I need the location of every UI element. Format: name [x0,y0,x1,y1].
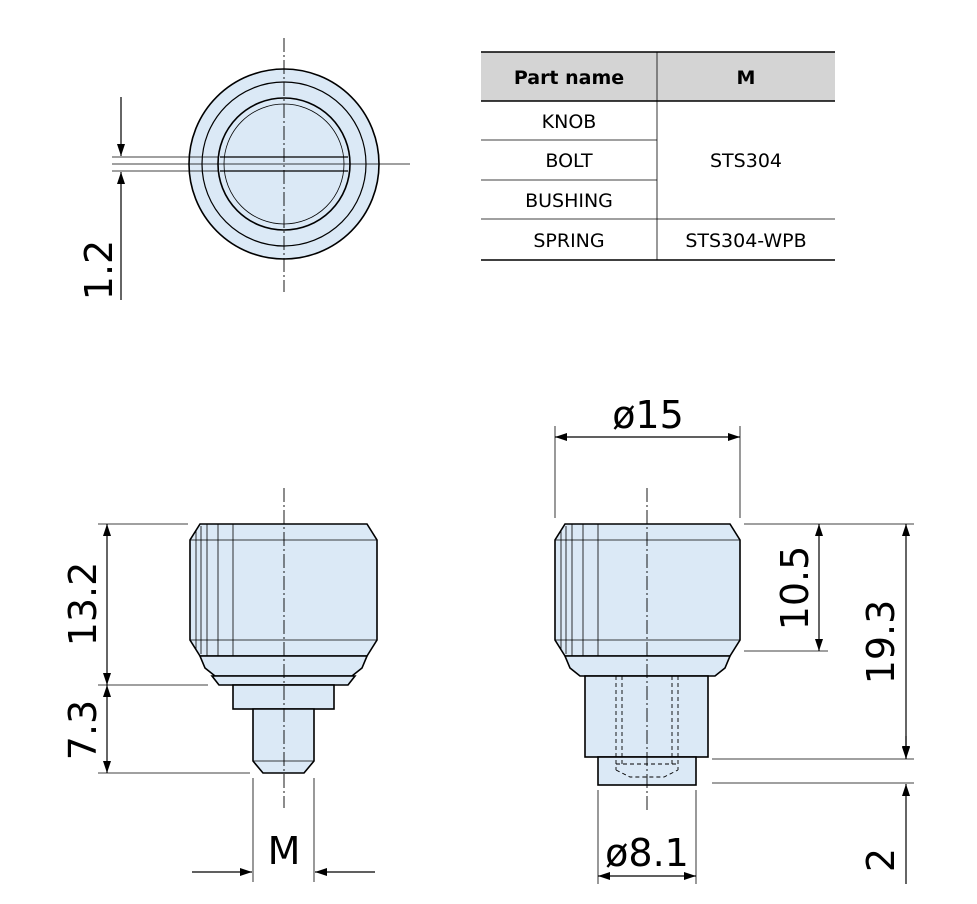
table-cell-part: KNOB [542,111,597,133]
top-view: 1.2 [77,38,410,300]
right-collar [563,655,732,677]
right-hidden-tip [615,769,679,778]
table-header-material: M [737,67,756,89]
right-side-view: ø15 10.5 19.3 2 ø8.1 [554,393,914,884]
total-height-label: 19.3 [859,600,903,685]
bushing-extension-label: 2 [859,848,903,872]
table-header-part-name: Part name [514,67,624,89]
material-table: Part name M KNOB BOLT BUSHING SPRING STS… [481,51,835,261]
table-cell-part: BOLT [545,150,593,172]
left-collar-base [210,675,357,686]
thread-label: M [268,829,301,873]
slot-dim-label: 1.2 [77,240,121,300]
knob-height-right-label: 10.5 [773,546,817,631]
stem-length-label: 7.3 [61,700,105,760]
table-header-bg [481,52,835,101]
left-side-view: 13.2 7.3 M [61,488,378,882]
left-bolt-tip [252,708,315,774]
knob-height-label: 13.2 [61,562,105,647]
table-cell-part: BUSHING [525,190,613,212]
table-cell-material: STS304-WPB [685,230,806,252]
left-bushing [232,684,335,710]
bushing-diameter-label: ø8.1 [605,831,689,875]
left-collar [198,655,369,677]
table-cell-material-merged: STS304 [710,150,782,172]
right-bushing [584,675,709,758]
table-cell-part: SPRING [533,230,604,252]
diameter-outer-label: ø15 [612,393,684,437]
